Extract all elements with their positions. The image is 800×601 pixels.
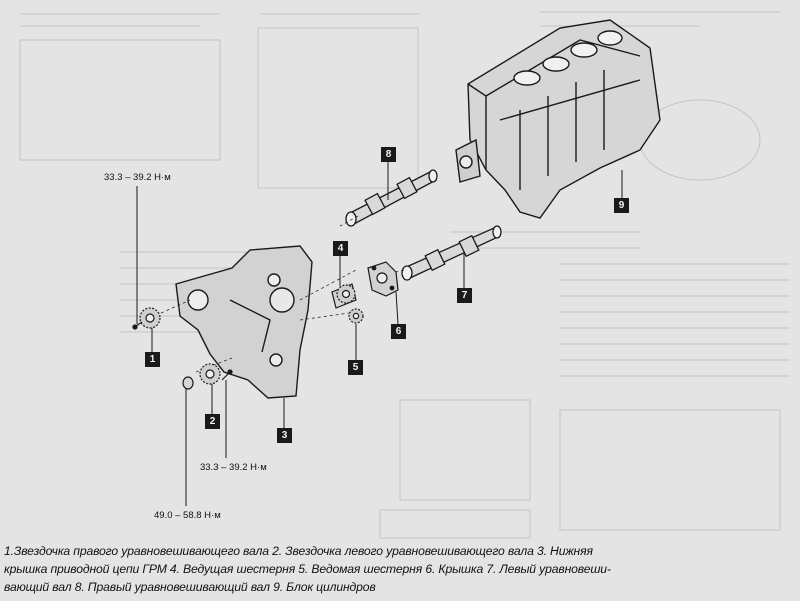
right-shaft-sprocket	[132, 307, 161, 330]
callout-2: 2	[205, 414, 220, 429]
left-shaft-sprocket	[182, 363, 233, 390]
callout-4: 4	[333, 241, 348, 256]
caption-line-2: крышка приводной цепи ГРМ 4. Ведущая шес…	[4, 562, 611, 576]
callout-5: 5	[348, 360, 363, 375]
caption-line-3: вающий вал 8. Правый уравновешивающий ва…	[4, 580, 376, 594]
figure-caption: 1.Звездочка правого уравновешивающего ва…	[4, 542, 796, 596]
exploded-view-drawing	[19, 11, 790, 539]
callout-1: 1	[145, 352, 160, 367]
drive-gear	[331, 283, 357, 309]
driven-gear	[348, 308, 364, 324]
callout-7: 7	[457, 288, 472, 303]
cylinder-block	[455, 19, 661, 219]
lower-timing-cover	[175, 245, 313, 399]
caption-line-1: 1.Звездочка правого уравновешивающего ва…	[4, 544, 593, 558]
leader-6	[395, 291, 399, 325]
shaft-cover	[367, 261, 399, 297]
callout-8: 8	[381, 147, 396, 162]
torque-label-2: 33.3 – 39.2 Н·м	[200, 462, 267, 473]
torque-label-1: 33.3 – 39.2 Н·м	[104, 172, 171, 183]
callout-9: 9	[614, 198, 629, 213]
callout-6: 6	[391, 324, 406, 339]
left-balance-shaft	[401, 225, 502, 281]
right-balance-shaft	[345, 169, 438, 227]
torque-label-3: 49.0 – 58.8 Н·м	[154, 510, 221, 521]
callout-3: 3	[277, 428, 292, 443]
